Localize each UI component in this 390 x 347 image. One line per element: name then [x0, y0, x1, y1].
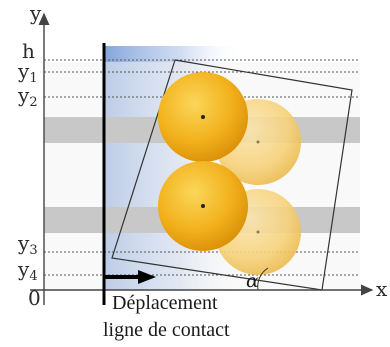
- origin-label: 0: [28, 286, 41, 310]
- level-label-y4: y4: [17, 257, 38, 284]
- angle-label: α: [246, 270, 259, 292]
- level-label-y1: y1: [17, 59, 38, 86]
- level-label-h: h: [22, 39, 35, 63]
- level-label-y3: y3: [17, 231, 38, 258]
- y-axis-label: y: [29, 1, 42, 25]
- caption-line-2: ligne de contact: [103, 319, 230, 341]
- sphere-back-bottom-center: [256, 230, 260, 234]
- caption-line-1: Déplacement: [112, 292, 218, 314]
- level-label-y2: y2: [17, 83, 38, 110]
- sphere-front-top-center: [201, 115, 205, 119]
- displacement-arrow-head: [138, 270, 156, 284]
- angle-arc: [257, 267, 269, 291]
- sphere-front-bottom-center: [201, 204, 205, 208]
- sphere-back-top-center: [256, 140, 260, 144]
- x-axis-label: x: [376, 277, 388, 301]
